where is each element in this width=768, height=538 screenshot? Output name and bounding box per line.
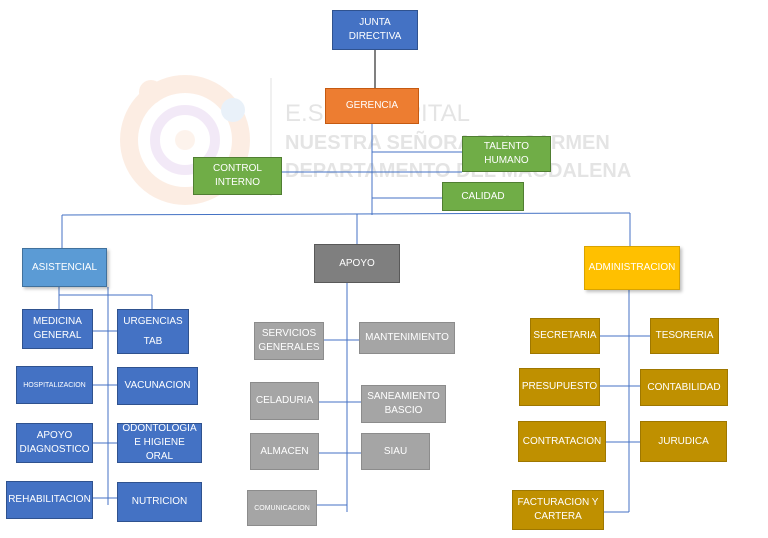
mantenimiento-box: MANTENIMIENTO xyxy=(359,322,455,354)
odontologia-label-1: ODONTOLOGIA xyxy=(122,423,197,434)
almacen-box: ALMACEN xyxy=(250,433,319,470)
presupuesto-box: PRESUPUESTO xyxy=(519,368,600,406)
control-interno-label-2: INTERNO xyxy=(215,177,260,188)
apoyo-diagnostico-box: APOYO DIAGNOSTICO xyxy=(16,423,93,463)
siau-label: SIAU xyxy=(383,445,408,457)
siau-box: SIAU xyxy=(361,433,430,470)
junta-directiva-label-2: DIRECTIVA xyxy=(348,31,402,42)
contratacion-label: CONTRATACION xyxy=(522,435,602,447)
mantenimiento-label: MANTENIMIENTO xyxy=(365,332,449,343)
urgencias-label-1: URGENCIAS xyxy=(123,315,183,327)
facturacion-cartera-label-1: FACTURACION Y xyxy=(517,497,599,508)
junta-directiva-box: JUNTA DIRECTIVA xyxy=(332,10,418,50)
nutricion-label: NUTRICION xyxy=(131,496,188,507)
vacunacion-label: VACUNACION xyxy=(124,380,191,391)
asistencial-label: ASISTENCIAL xyxy=(31,261,98,273)
gerencia-box: GERENCIA xyxy=(325,88,419,124)
urgencias-box: URGENCIAS TAB xyxy=(117,309,189,354)
hospitalizacion-box: HOSPITALIZACION xyxy=(16,366,93,404)
nutricion-box: NUTRICION xyxy=(117,482,202,522)
junta-directiva-label-1: JUNTA xyxy=(359,17,391,28)
odontologia-label-2: E HIGIENE ORAL xyxy=(134,437,185,462)
servicios-generales-label-2: GENERALES xyxy=(258,342,320,353)
saneamiento-box: SANEAMIENTO BASCIO xyxy=(361,385,446,423)
tesoreria-label: TESORERIA xyxy=(655,330,714,341)
almacen-label: ALMACEN xyxy=(260,445,309,457)
rehabilitacion-box: REHABILITACION xyxy=(6,481,93,519)
talento-humano-label-2: HUMANO xyxy=(484,155,529,166)
hospitalizacion-label: HOSPITALIZACION xyxy=(23,381,86,389)
saneamiento-label-1: SANEAMIENTO xyxy=(367,391,440,402)
comunicacion-box: COMUNICACION xyxy=(247,490,317,526)
control-interno-label-1: CONTROL xyxy=(213,163,262,174)
contabilidad-box: CONTABILIDAD xyxy=(640,369,728,406)
contratacion-box: CONTRATACION xyxy=(518,421,606,462)
gerencia-label: GERENCIA xyxy=(345,100,399,111)
medicina-general-label-2: GENERAL xyxy=(33,330,82,341)
apoyo-box: APOYO xyxy=(314,244,400,283)
medicina-general-label-1: MEDICINA xyxy=(33,316,82,327)
control-interno-box: CONTROL INTERNO xyxy=(193,157,282,195)
presupuesto-label: PRESUPUESTO xyxy=(521,381,598,392)
asistencial-box: ASISTENCIAL xyxy=(22,248,107,287)
calidad-box: CALIDAD xyxy=(442,182,524,211)
celaduria-box: CELADURIA xyxy=(250,382,319,420)
secretaria-label: SECRETARIA xyxy=(533,330,597,341)
juridica-box: JURUDICA xyxy=(640,421,727,462)
servicios-generales-label-1: SERVICIOS xyxy=(261,328,317,339)
administracion-label: ADMINISTRACION xyxy=(588,262,676,273)
talento-humano-box: TALENTO HUMANO xyxy=(462,136,551,172)
vacunacion-box: VACUNACION xyxy=(117,367,198,405)
secretaria-box: SECRETARIA xyxy=(530,318,600,354)
juridica-label: JURUDICA xyxy=(658,435,709,447)
urgencias-label-2: TAB xyxy=(143,335,163,347)
contabilidad-label: CONTABILIDAD xyxy=(647,381,721,393)
apoyo-diagnostico-label-1: APOYO xyxy=(36,430,73,441)
apoyo-diagnostico-label-2: DIAGNOSTICO xyxy=(19,444,90,455)
rehabilitacion-label: REHABILITACION xyxy=(8,494,91,505)
administracion-box: ADMINISTRACION xyxy=(584,246,680,290)
talento-humano-label-1: TALENTO xyxy=(483,141,530,152)
apoyo-label: APOYO xyxy=(339,257,375,269)
facturacion-cartera-label-2: CARTERA xyxy=(534,511,582,522)
comunicacion-label: COMUNICACION xyxy=(254,504,310,512)
medicina-general-box: MEDICINA GENERAL xyxy=(22,309,93,349)
odontologia-box: ODONTOLOGIA E HIGIENE ORAL xyxy=(117,423,202,463)
celaduria-label: CELADURIA xyxy=(255,395,314,406)
calidad-label: CALIDAD xyxy=(461,190,505,202)
saneamiento-label-2: BASCIO xyxy=(384,405,423,416)
servicios-generales-box: SERVICIOS GENERALES xyxy=(254,322,324,360)
tesoreria-box: TESORERIA xyxy=(650,318,719,354)
facturacion-cartera-box: FACTURACION Y CARTERA xyxy=(512,490,604,530)
